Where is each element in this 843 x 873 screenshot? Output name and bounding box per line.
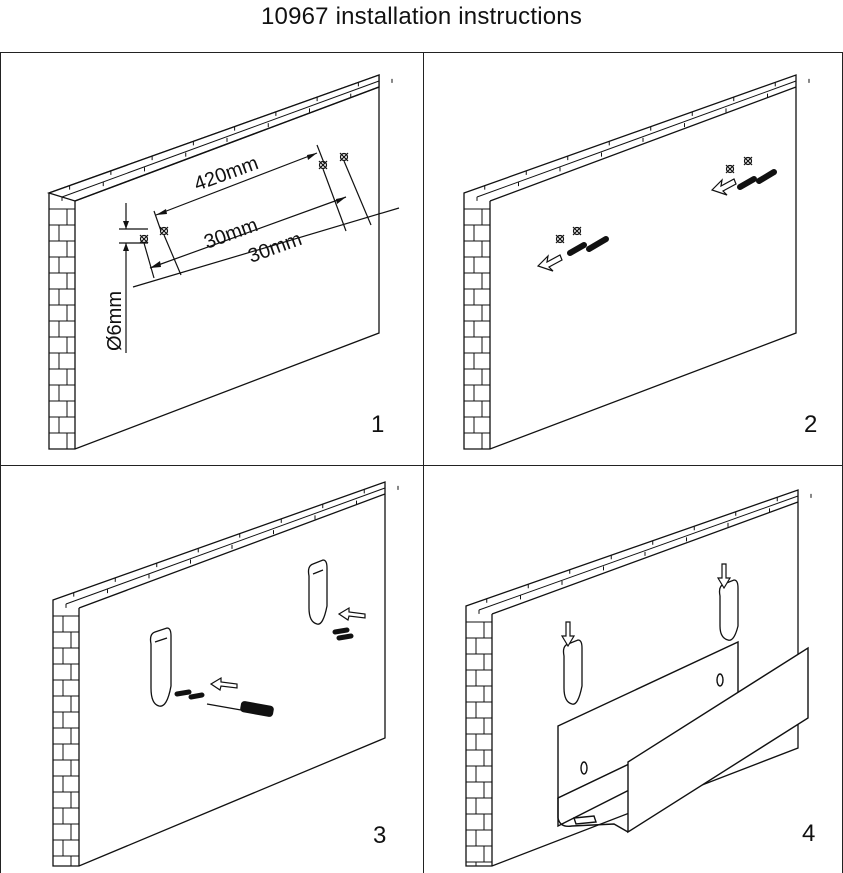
step-number: 2 [804,411,818,438]
grid-top-border [0,52,843,53]
brick-course [61,80,380,198]
bracket-clip-icon [149,559,328,707]
step-3-drawing [52,481,399,867]
shelf-channel-icon [557,640,809,834]
step-3-panel: 3 [1,466,423,872]
page-title: 10967 installation instructions [260,3,583,30]
instruction-grid: 420mm 30mm 30mm Ø6mm 1 [0,52,843,873]
arrow-icon [209,606,366,691]
brick-course [476,80,797,198]
step-4-drawing [465,489,812,867]
step-number: 4 [802,820,816,847]
grid-center-divider [423,52,424,873]
dimension-arrowheads [123,153,346,268]
step-1-panel: 420mm 30mm 30mm Ø6mm 1 [1,53,423,465]
brick-course [478,495,799,611]
brick-wall-icon [52,481,386,867]
step-4-panel: 4 [424,466,842,872]
wall-plug-icon [567,169,777,256]
arrow-icon [560,563,732,648]
grid-middle-divider [0,465,843,466]
brick-wall-icon [463,74,797,450]
step-2-panel: 2 [424,53,842,465]
brick-course [65,487,386,605]
brick-top-pattern [61,78,393,201]
grid-left-border [0,52,1,873]
brick-side-pattern [49,208,75,449]
bracket-clip-icon [562,579,739,705]
step-number: 3 [373,822,387,849]
screwdriver-icon [206,701,274,717]
brick-wall-icon [46,74,380,450]
step-2-drawing [463,74,810,450]
drill-hole-icon [555,156,753,244]
step-number: 1 [371,411,385,438]
step-1-drawing: 420mm 30mm 30mm Ø6mm [46,74,400,450]
arrow-icon [536,178,737,272]
dimension-drill-diameter: Ø6mm [104,291,126,351]
wall-plug-icon [174,627,354,700]
